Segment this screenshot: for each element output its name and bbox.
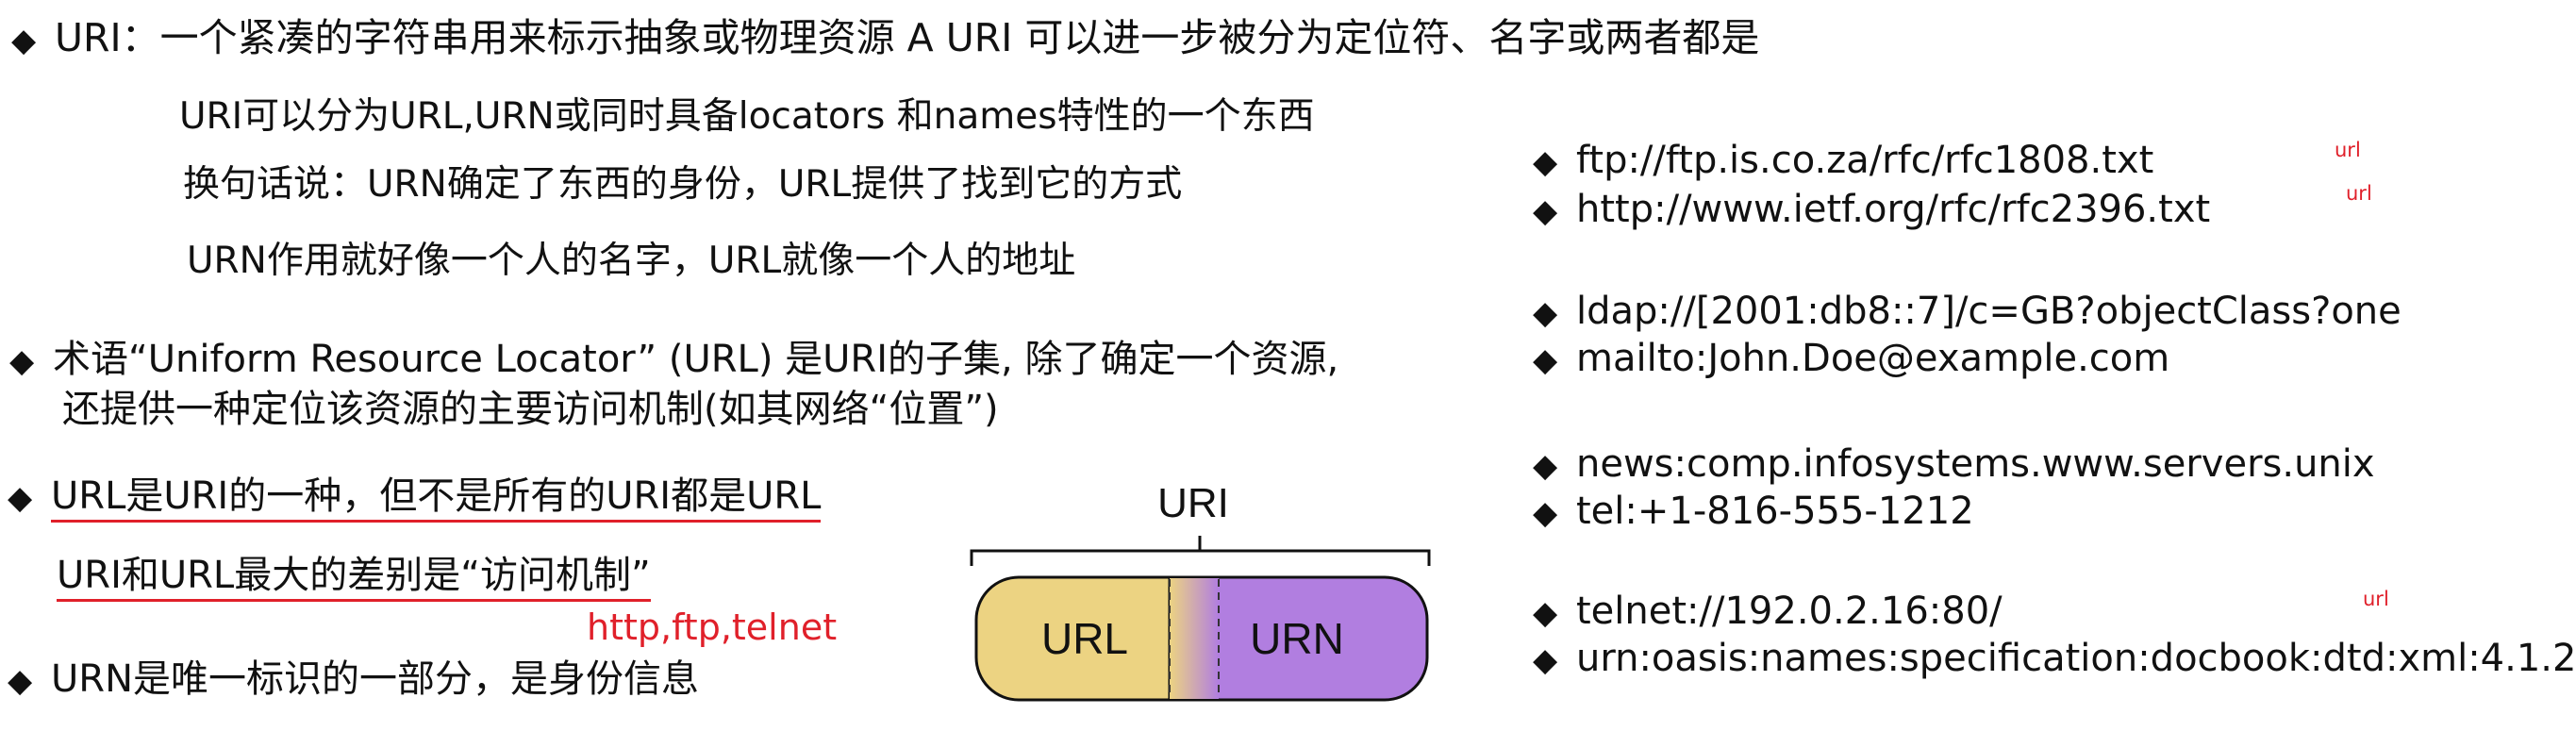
diamond-bullet-icon: ◆	[11, 22, 37, 59]
diamond-bullet-icon: ◆	[1533, 447, 1558, 485]
example-item: ◆ urn:oasis:names:specification:docbook:d…	[1533, 635, 2576, 684]
diamond-bullet-icon: ◆	[1533, 594, 1558, 632]
example-text: news:comp.infosystems.www.servers.unix	[1576, 442, 2375, 486]
example-text: http://www.ietf.org/rfc/rfc2396.txt	[1576, 188, 2211, 231]
uri-definition-text: URI：一个紧凑的字符串用来标示抽象或物理资源 A URI 可以进一步被分为定位…	[55, 15, 1760, 60]
urn-region	[1168, 575, 1429, 702]
example-text: urn:oasis:names:specification:docbook:dt…	[1576, 637, 2576, 680]
url-region	[974, 575, 1172, 702]
example-item: ◆ news:comp.infosystems.www.servers.unix	[1533, 440, 2375, 490]
diagram-title: URI	[1157, 480, 1229, 526]
example-note: url	[2335, 139, 2361, 161]
diamond-bullet-icon: ◆	[1533, 294, 1558, 332]
urn-part-bullet: ◆ URN是唯一标识的一部分，是身份信息	[8, 655, 699, 706]
uri-definition: ◆ URI：一个紧凑的字符串用来标示抽象或物理资源 A URI 可以进一步被分为定…	[11, 13, 1759, 65]
uri-subpoint-1: URI可以分为URL,URN或同时具备locators 和names特性的一个东…	[179, 95, 1315, 138]
example-text: telnet://192.0.2.16:80/	[1576, 590, 2003, 633]
example-item: ◆ ftp://ftp.is.co.za/rfc/rfc1808.txt	[1533, 137, 2153, 186]
uri-subpoint-2: 换句话说：URN确定了东西的身份，URL提供了找到它的方式	[183, 163, 1183, 206]
url-term-bullet: ◆ 术语“Uniform Resource Locator” (URL) 是URI…	[9, 335, 1338, 386]
uri-url-difference: URI和URL最大的差别是“访问机制”	[57, 551, 651, 602]
diamond-bullet-icon: ◆	[1533, 143, 1558, 181]
diamond-bullet-icon: ◆	[1533, 192, 1558, 230]
url-term-line-2: 还提供一种定位该资源的主要访问机制(如其网络“位置”)	[62, 388, 999, 431]
urn-part-text: URN是唯一标识的一部分，是身份信息	[51, 657, 699, 701]
diamond-bullet-icon: ◆	[8, 479, 33, 517]
diamond-bullet-icon: ◆	[9, 342, 35, 380]
diagram-bracket	[970, 536, 1431, 566]
example-item: ◆ mailto:John.Doe@example.com	[1533, 335, 2169, 384]
url-term-line-1: 术语“Uniform Resource Locator” (URL) 是URI的…	[53, 338, 1339, 381]
uri-subpoint-3: URN作用就好像一个人的名字，URL就像一个人的地址	[187, 240, 1076, 282]
uri-examples-list: ◆ftp://ftp.is.co.za/rfc/rfc1808.txt url …	[1533, 137, 2576, 731]
diamond-bullet-icon: ◆	[1533, 341, 1558, 379]
uri-url-difference-text: URI和URL最大的差别是“访问机制”	[57, 554, 651, 602]
example-text: mailto:John.Doe@example.com	[1576, 337, 2170, 380]
example-item: ◆ ldap://[2001:db8::7]/c=GB?objectClass?o…	[1533, 288, 2401, 337]
url-kind-text: URL是URI的一种，但不是所有的URI都是URL	[51, 474, 822, 523]
uri-venn-diagram: URI URL URN	[970, 480, 1431, 702]
url-kind-bullet: ◆ URL是URI的一种，但不是所有的URI都是URL	[8, 472, 822, 523]
overlap-region	[1170, 578, 1219, 699]
example-text: ftp://ftp.is.co.za/rfc/rfc1808.txt	[1576, 139, 2154, 182]
diamond-bullet-icon: ◆	[1533, 494, 1558, 532]
example-item: ◆ tel:+1-816-555-1212	[1533, 488, 1974, 537]
diamond-bullet-icon: ◆	[8, 662, 33, 700]
example-text: tel:+1-816-555-1212	[1576, 490, 1974, 533]
protocols-note: http,ftp,telnet	[587, 606, 838, 648]
example-note: url	[2346, 182, 2372, 205]
example-item: ◆ telnet://192.0.2.16:80/	[1533, 588, 2003, 637]
example-note: url	[2363, 588, 2389, 610]
urn-label: URN	[1250, 614, 1344, 663]
url-label: URL	[1041, 614, 1128, 663]
diamond-bullet-icon: ◆	[1533, 641, 1558, 679]
example-item: ◆ http://www.ietf.org/rfc/rfc2396.txt	[1533, 186, 2210, 235]
example-text: ldap://[2001:db8::7]/c=GB?objectClass?on…	[1576, 290, 2401, 333]
